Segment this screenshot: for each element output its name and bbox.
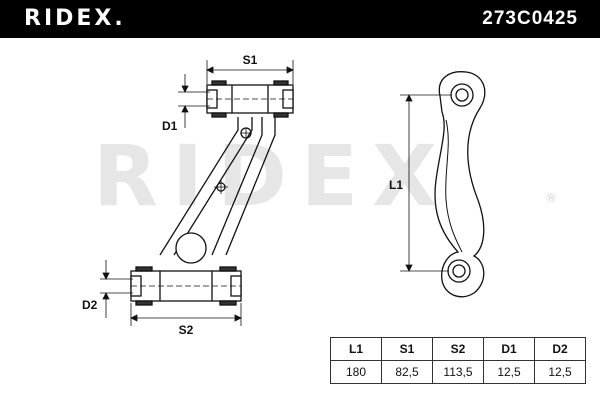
dimension-label-l1: L1 <box>389 178 403 192</box>
dimension-label-d1: D1 <box>162 119 178 133</box>
brand-logo: RIDEX. <box>24 6 126 31</box>
dimension-label-s2: S2 <box>179 323 194 337</box>
header-cell-l1: L1 <box>330 337 382 361</box>
value-cell-l1: 180 <box>330 360 382 384</box>
part-number: 273C0425 <box>482 8 578 29</box>
dimension-l1 <box>400 94 452 272</box>
dimension-s1 <box>206 60 294 84</box>
arm-side-view <box>130 80 294 306</box>
header-cell-d2: D2 <box>534 337 586 361</box>
dimension-label-d2: D2 <box>82 298 98 312</box>
header-bar: RIDEX. 273C0425 <box>0 0 600 38</box>
dimension-d1 <box>178 74 210 128</box>
upper-bushing <box>206 80 294 118</box>
header-cell-s2: S2 <box>432 337 484 361</box>
dimension-d2 <box>100 260 133 318</box>
value-cell-s2: 113,5 <box>432 360 484 384</box>
dimension-label-s1: S1 <box>243 53 258 67</box>
header-cell-s1: S1 <box>381 337 433 361</box>
arm-top-view <box>434 71 486 298</box>
dimension-s2 <box>130 303 242 326</box>
dimensions-table: L1 S1 S2 D1 D2 180 82,5 113,5 12,5 12,5 <box>330 337 586 384</box>
value-cell-d1: 12,5 <box>483 360 535 384</box>
arm-body <box>159 117 276 264</box>
lower-bushing <box>130 266 242 306</box>
header-cell-d1: D1 <box>483 337 535 361</box>
value-cell-s1: 82,5 <box>381 360 433 384</box>
dimensions-value-row: 180 82,5 113,5 12,5 12,5 <box>330 360 586 384</box>
watermark-registered-mark: ® <box>545 191 557 205</box>
watermark-text: RIDEX. <box>93 127 497 225</box>
dimensions-header-row: L1 S1 S2 D1 D2 <box>330 337 586 361</box>
value-cell-d2: 12,5 <box>534 360 586 384</box>
